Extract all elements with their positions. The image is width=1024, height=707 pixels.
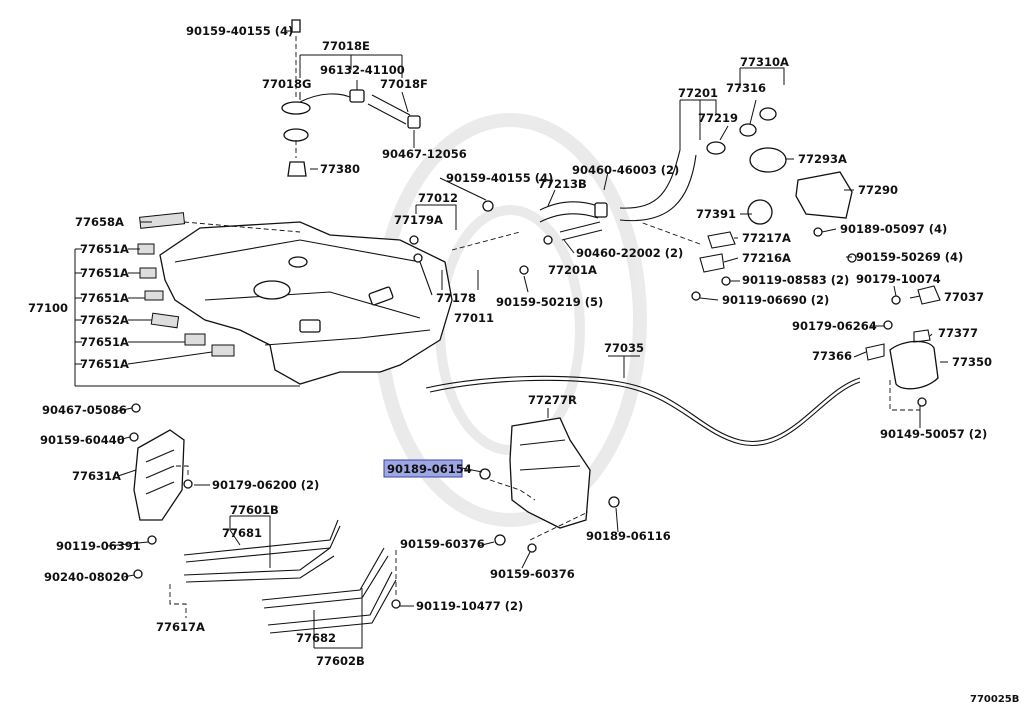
label-90189-06116: 90189-06116 [586,529,671,543]
label-77018f: 77018F [380,77,428,91]
label-90179-10074: 90179-10074 [856,272,941,286]
label-90467-05086: 90467-05086 [42,403,127,417]
label-90119-10477: 90119-10477 (2) [416,599,523,613]
label-77602b: 77602B [316,654,365,668]
label-77366: 77366 [812,349,852,363]
fuel-lid-77350[interactable] [865,285,941,390]
label-77213b: 77213B [538,177,587,191]
filler-pipe-77201[interactable] [539,107,777,241]
filler-neck-pocket-77290[interactable] [699,147,853,273]
label-77293a: 77293A [798,152,847,166]
label-77037: 77037 [944,290,984,304]
label-77012: 77012 [418,191,458,205]
tank-band-77601b[interactable] [183,519,341,583]
label-96132-41100: 96132-41100 [320,63,405,77]
label-77651a-3: 77651A [80,291,129,305]
label-77651a-5: 77651A [80,357,129,371]
label-77350: 77350 [952,355,992,369]
label-77100: 77100 [28,301,68,315]
sender-gauge-assembly[interactable] [281,19,421,177]
label-90460-22002: 90460-22002 (2) [576,246,683,260]
label-77310a: 77310A [740,55,789,69]
label-90460-46003: 90460-46003 (2) [572,163,679,177]
label-90467-12056: 90467-12056 [382,147,467,161]
label-90179-06264: 90179-06264 [792,319,877,333]
label-90179-06200: 90179-06200 (2) [212,478,319,492]
label-77216a: 77216A [742,251,791,265]
label-90159-50219: 90159-50219 (5) [496,295,603,309]
label-90119-06391: 90119-06391 [56,539,141,553]
label-77011: 77011 [454,311,494,325]
heat-insulator-77631a[interactable] [133,429,185,521]
label-77178: 77178 [436,291,476,305]
fuel-tank-77100[interactable] [159,221,453,385]
label-77380: 77380 [320,162,360,176]
label-77201a: 77201A [548,263,597,277]
label-77179a: 77179A [394,213,443,227]
label-77681: 77681 [222,526,262,540]
label-77682: 77682 [296,631,336,645]
label-90159-40155-mid: 90159-40155 (4) [446,171,553,185]
label-90189-05097: 90189-05097 (4) [840,222,947,236]
label-77035: 77035 [604,341,644,355]
label-77652a: 77652A [80,313,129,327]
label-90240-08020: 90240-08020 [44,570,129,584]
diagram-code: 770025B [970,694,1019,705]
part-labels: 90159-40155 (4) 77018E 96132-41100 77018… [28,24,1019,705]
label-77217a: 77217A [742,231,791,245]
label-90159-60376-a: 90159-60376 [400,537,485,551]
label-90159-60440: 90159-60440 [40,433,125,447]
lid-opener-cable-77035[interactable] [425,375,861,447]
label-77018g: 77018G [262,77,311,91]
label-90119-08583: 90119-08583 (2) [742,273,849,287]
label-77018e: 77018E [322,39,370,53]
label-90159-60376-b: 90159-60376 [490,567,575,581]
label-77631a: 77631A [72,469,121,483]
label-77316: 77316 [726,81,766,95]
label-90149-50057: 90149-50057 (2) [880,427,987,441]
label-77617a: 77617A [156,620,205,634]
highlight-box [383,459,463,478]
protector-77277r[interactable] [509,417,591,529]
label-90159-40155-top: 90159-40155 (4) [186,24,293,38]
label-77201: 77201 [678,86,718,100]
label-77651a-2: 77651A [80,266,129,280]
label-77651a-4: 77651A [80,335,129,349]
label-77290: 77290 [858,183,898,197]
tank-pads[interactable] [137,212,235,357]
label-77277r: 77277R [528,393,577,407]
label-77651a-1: 77651A [80,242,129,256]
label-77601b: 77601B [230,503,279,517]
label-90189-06154: 90189-06154 [387,462,472,476]
label-77377: 77377 [938,326,978,340]
label-77391: 77391 [696,207,736,221]
label-77219: 77219 [698,111,738,125]
label-77658a: 77658A [75,215,124,229]
label-90159-50269: 90159-50269 (4) [856,250,963,264]
tank-band-77602b[interactable] [261,547,397,634]
leader-lines [74,30,948,649]
label-90119-06690: 90119-06690 (2) [722,293,829,307]
